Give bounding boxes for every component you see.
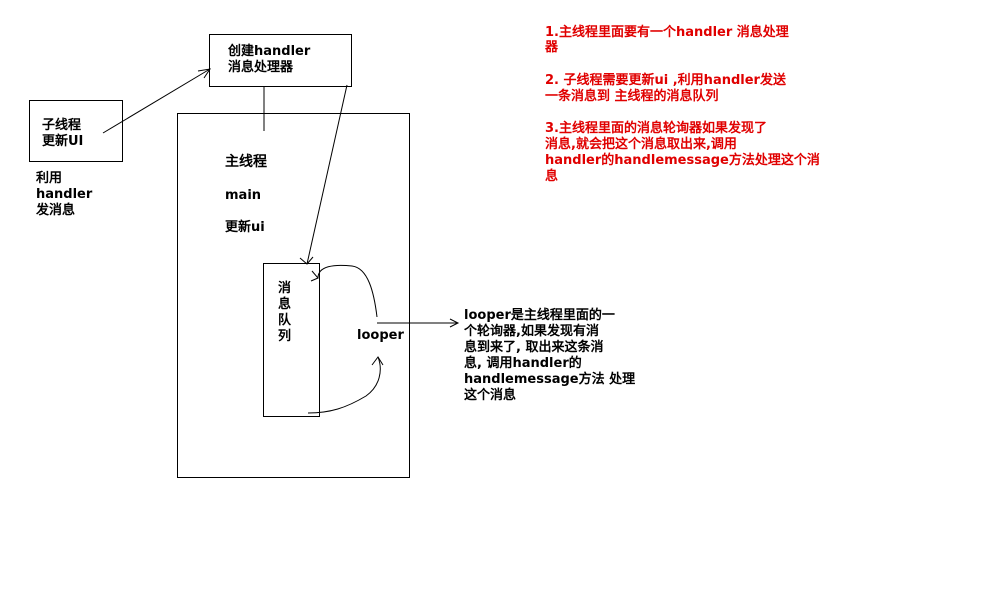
arrowhead-handler xyxy=(197,68,212,79)
note-2-line2: 一条消息到 主线程的消息队列 xyxy=(545,89,719,104)
note-3-line1: 3.主线程里面的消息轮询器如果发现了 xyxy=(545,121,767,136)
looper-note-line2: 个轮询器,如果发现有消 xyxy=(464,324,599,339)
note-3-line2: 消息,就会把这个消息取出来,调用 xyxy=(545,137,737,152)
note-3-line3: handler的handlemessage方法处理这个消 xyxy=(545,153,820,168)
queue-char-3: 队 xyxy=(278,313,292,328)
arrowhead-loop-top xyxy=(310,270,319,282)
looper-note-line6: 这个消息 xyxy=(464,388,517,403)
queue-char-4: 列 xyxy=(278,329,292,344)
arrow-child-to-handler xyxy=(102,68,211,134)
arrowhead-note xyxy=(449,318,460,328)
main-label: main xyxy=(225,188,262,203)
arrowhead-queue xyxy=(299,256,314,265)
handler-box xyxy=(209,34,352,87)
handler-line2: 消息处理器 xyxy=(228,60,294,75)
queue-char-2: 息 xyxy=(278,297,292,312)
note-1-line2: 器 xyxy=(545,40,559,55)
message-queue-box xyxy=(263,263,320,417)
arrowhead-loop-bottom xyxy=(371,356,384,366)
queue-char-1: 消 xyxy=(278,281,292,296)
note-3-line4: 息 xyxy=(545,169,559,184)
arrow-handler-to-queue xyxy=(306,84,348,265)
child-caption-line2: handler xyxy=(36,187,93,202)
handler-line1: 创建handler xyxy=(228,44,311,59)
child-caption-line3: 发消息 xyxy=(36,203,76,218)
looper-note-line1: looper是主线程里面的一 xyxy=(464,308,615,323)
child-caption-line1: 利用 xyxy=(36,171,63,186)
child-thread-line1: 子线程 xyxy=(42,118,82,133)
main-thread-title: 主线程 xyxy=(225,154,267,170)
note-1-line1: 1.主线程里面要有一个handler 消息处理 xyxy=(545,25,789,40)
looper-label: looper xyxy=(357,328,404,343)
looper-loop-bottom xyxy=(307,356,381,414)
child-thread-line2: 更新UI xyxy=(42,134,84,149)
note-2-line1: 2. 子线程需要更新ui ,利用handler发送 xyxy=(545,73,786,88)
looper-loop-top xyxy=(317,264,378,318)
looper-note-line5: handlemessage方法 处理 xyxy=(464,372,636,387)
looper-note-line4: 息, 调用handler的 xyxy=(464,356,582,371)
update-ui-label: 更新ui xyxy=(225,220,265,235)
child-thread-box xyxy=(29,100,123,162)
looper-note-line3: 息到来了, 取出来这条消 xyxy=(464,340,604,355)
